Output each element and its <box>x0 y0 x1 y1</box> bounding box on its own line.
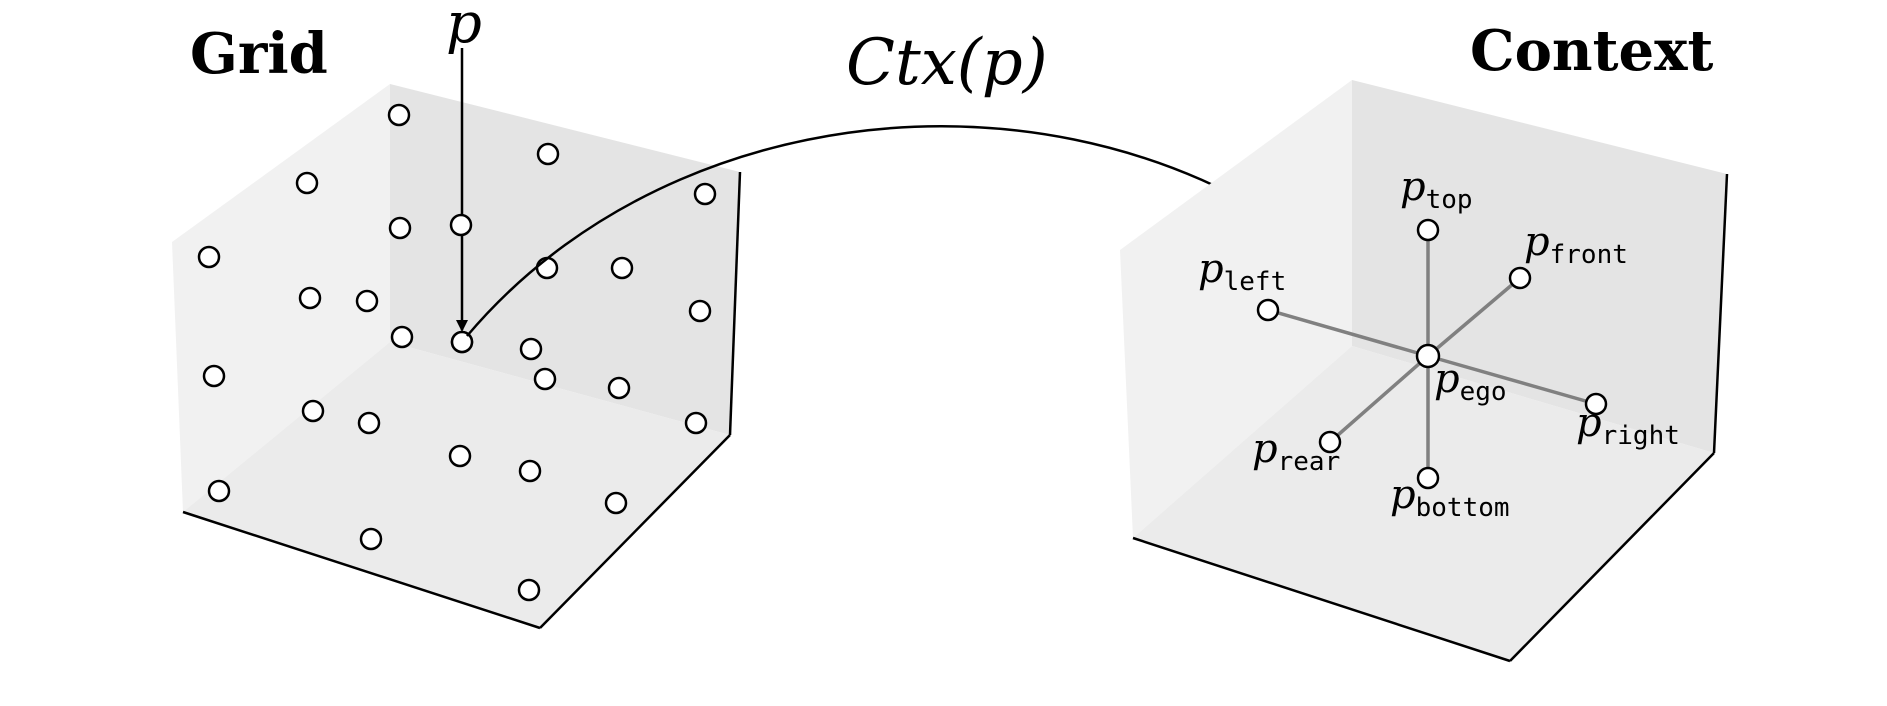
grid-point <box>388 216 412 240</box>
grid-cube <box>172 84 742 630</box>
grid-points <box>197 103 717 602</box>
grid-point <box>357 411 381 435</box>
grid-point <box>518 459 542 483</box>
grid-point <box>202 364 226 388</box>
point-left <box>1256 298 1280 322</box>
grid-point <box>197 245 221 269</box>
grid-point <box>688 299 712 323</box>
grid-point <box>536 142 560 166</box>
grid-point <box>359 527 383 551</box>
grid-point <box>207 479 231 503</box>
grid-cube-front-bottom-edge <box>182 510 541 630</box>
grid-point <box>519 337 543 361</box>
point-bottom <box>1416 466 1440 490</box>
grid-point <box>517 578 541 602</box>
grid-point <box>693 182 717 206</box>
selected-point <box>450 330 474 354</box>
point-ego <box>1415 343 1441 369</box>
point-rear <box>1318 430 1342 454</box>
grid-cube-right-vertical-edge <box>728 171 742 436</box>
label-top: ptop <box>1400 164 1473 215</box>
context-cube-floor-face <box>1133 346 1714 661</box>
label-left: pleft <box>1198 246 1286 297</box>
spoke-rear <box>1328 354 1430 444</box>
grid-point <box>604 491 628 515</box>
spoke-front <box>1426 276 1522 358</box>
grid-cube-right-bottom-edge <box>539 434 731 629</box>
grid-point <box>448 444 472 468</box>
label-ego: pego <box>1434 356 1507 407</box>
grid-point <box>298 286 322 310</box>
grid-cube-left-face <box>172 84 390 512</box>
context-spokes <box>1267 230 1597 478</box>
grid-point <box>355 289 379 313</box>
grid-point <box>390 325 414 349</box>
label-right: pright <box>1576 400 1680 451</box>
spoke-left <box>1267 308 1429 358</box>
grid-point <box>684 411 708 435</box>
mapping-label-text: Ctx(p) <box>846 26 1048 100</box>
mapping-label: Ctx(p) <box>846 26 1048 100</box>
grid-point <box>535 256 559 280</box>
point-top <box>1416 218 1440 242</box>
context-cube-right-vertical-edge <box>1712 173 1729 454</box>
grid-point <box>301 399 325 423</box>
point-front <box>1508 266 1532 290</box>
context-cube-left-face <box>1120 80 1352 538</box>
spoke-right <box>1427 354 1597 406</box>
context-points <box>1256 218 1608 490</box>
point-right <box>1584 392 1608 416</box>
grid-point <box>295 171 319 195</box>
context-cube-front-bottom-edge <box>1132 536 1511 663</box>
label-bottom: pbottom <box>1390 472 1510 523</box>
grid-point <box>387 103 411 127</box>
grid-cube-back-face <box>390 84 740 435</box>
grid-title: Grid <box>190 21 328 87</box>
grid-point <box>533 367 557 391</box>
point-label: p <box>446 0 482 56</box>
grid-point <box>610 256 634 280</box>
context-labels: ptop pfront pleft pego pright prear pbot… <box>1198 164 1680 523</box>
grid-point <box>449 213 473 237</box>
context-cube-right-bottom-edge <box>1509 452 1715 662</box>
grid-point <box>607 376 631 400</box>
label-front: pfront <box>1524 219 1628 270</box>
label-rear: prear <box>1252 426 1340 477</box>
context-title: Context <box>1470 18 1714 84</box>
